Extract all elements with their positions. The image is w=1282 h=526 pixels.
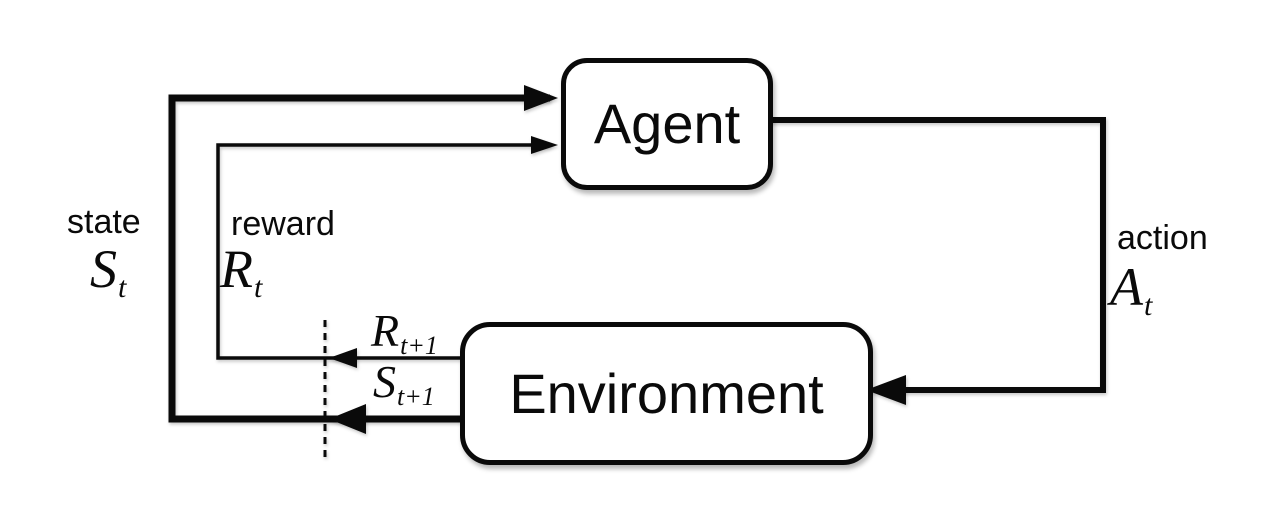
agent-box-label: Agent [593,92,741,155]
reward-arrowhead-at-boundary [329,348,357,368]
reward-symbol-subscript: t [254,271,263,304]
state-symbol: St [90,239,126,303]
action-symbol-subscript: t [1144,289,1153,322]
state-label: state [67,203,141,241]
reward-label: reward [231,205,335,243]
state-arrowhead-into-agent [524,85,558,111]
action-symbol-letter: A [1110,257,1143,317]
action-label: action [1117,219,1208,257]
next-state-symbol: St+1 [373,356,435,410]
reward-symbol: Rt [220,239,262,303]
state-symbol-subscript: t [118,271,127,304]
action-arrowhead-into-environment [866,375,906,405]
action-edge [763,117,1106,393]
environment-box-label: Environment [509,361,824,425]
next-reward-symbol-letter: R [371,305,400,356]
state-symbol-letter: S [90,239,117,299]
reward-arrowhead-into-agent [531,136,558,154]
agent-box: Agent [561,58,773,190]
reward-symbol-letter: R [220,239,253,299]
next-state-symbol-letter: S [373,356,396,407]
next-reward-symbol: Rt+1 [371,305,438,359]
next-state-symbol-subscript: t+1 [397,382,435,411]
state-edge [168,94,550,423]
state-arrowhead-at-boundary [329,404,366,434]
action-symbol: At [1110,257,1152,321]
next-reward-symbol-subscript: t+1 [400,331,438,360]
environment-box: Environment [460,322,873,465]
